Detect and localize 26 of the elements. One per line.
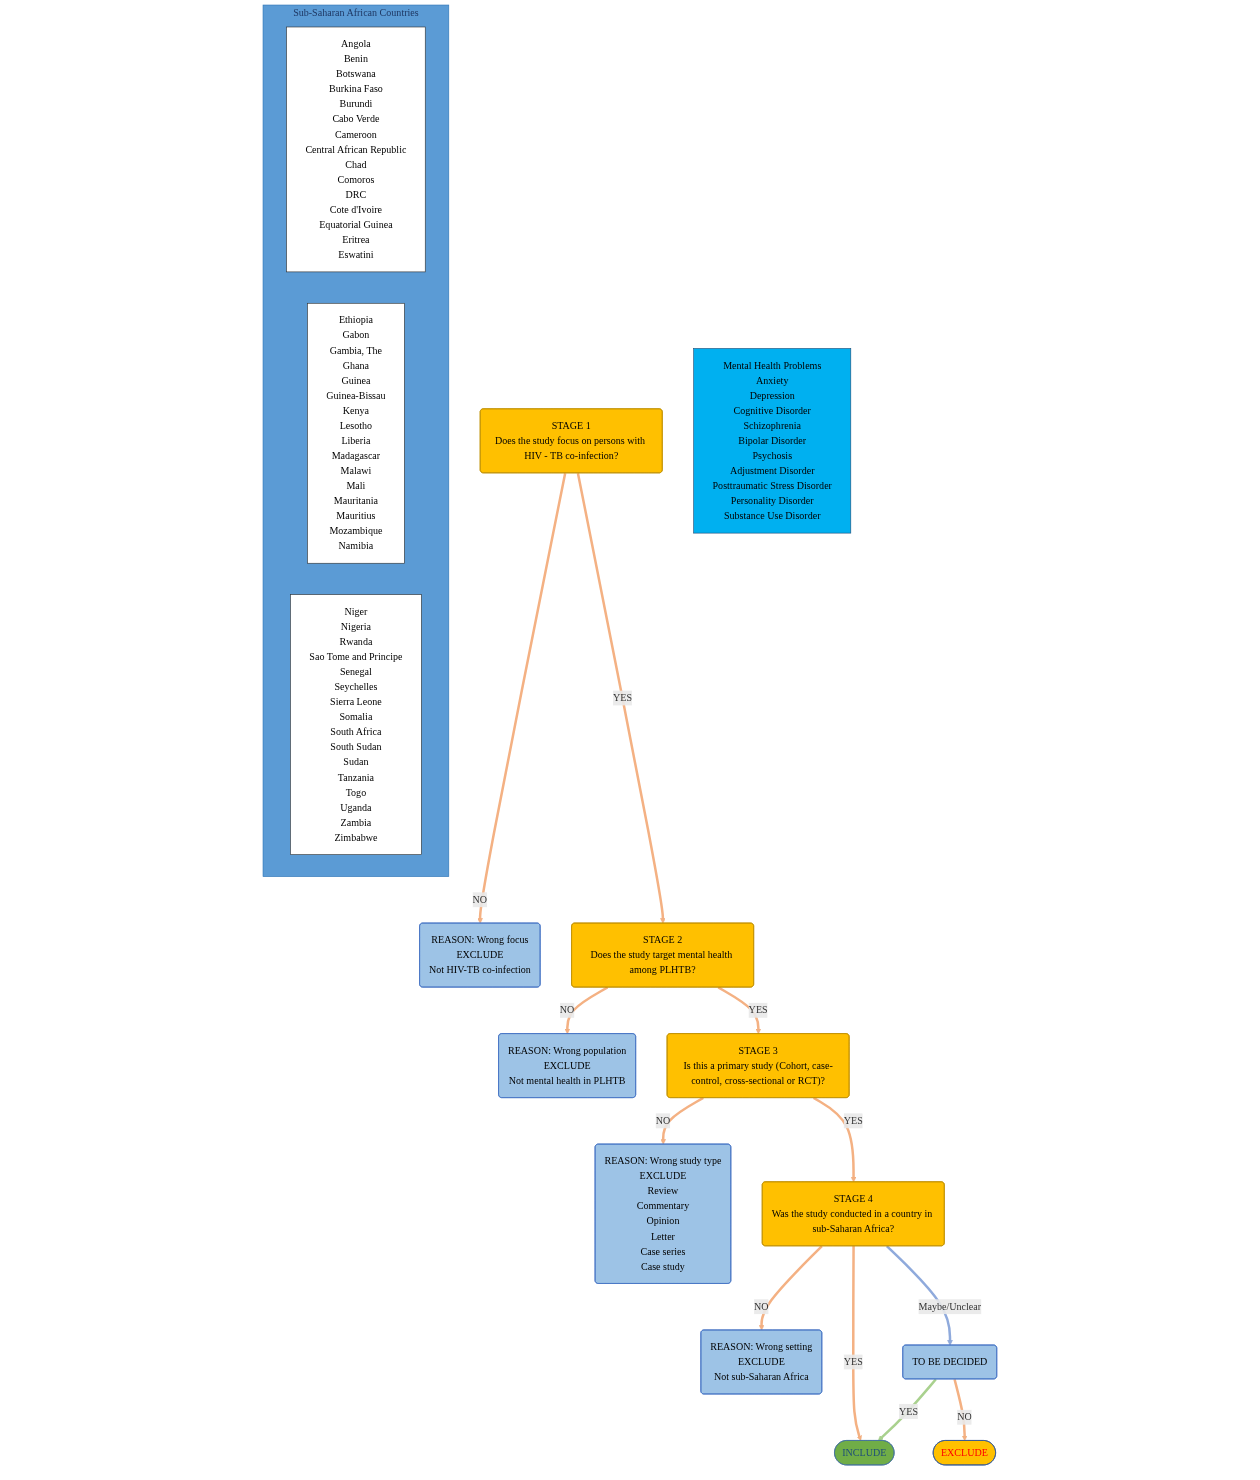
- edge-label: YES: [843, 1115, 863, 1126]
- node-box: Mental Health Problems Anxiety Depression Cognitive Disorder Schizophrenia Bipolar Disorder Psychosis Adjustment Disorder Posttraumatic Stress Disorder Personality Disorder Substance Use Disorder: [693, 348, 852, 534]
- arrow: [852, 1246, 863, 1441]
- edge-label: NO: [559, 1004, 575, 1016]
- edge-label: YES: [613, 692, 633, 704]
- arrow: [564, 986, 609, 1035]
- arrow: [660, 1096, 704, 1145]
- edge-label: YES: [843, 1356, 863, 1367]
- arrow: [758, 1245, 823, 1331]
- arrow: [813, 1096, 857, 1183]
- arrow: [576, 472, 666, 924]
- arrow: [717, 986, 762, 1035]
- arrow: [886, 1245, 953, 1346]
- arrow: [878, 1378, 937, 1441]
- edge-label: Maybe/Unclear: [918, 1301, 982, 1312]
- node-box: Angola Benin Botswana Burkina Faso Burundi Cabo Verde Cameroon Central African Republic Chad Comoros DRC Cote d'Ivoire Equatorial Guinea Eritrea Eswatini: [286, 26, 426, 273]
- edge-label: NO: [957, 1411, 972, 1423]
- arrow: [953, 1378, 968, 1441]
- arrow: [477, 472, 567, 924]
- node-box: Ethiopia Gabon Gambia, The Ghana Guinea Guinea-Bissau Kenya Lesotho Liberia Madagascar Malawi Mali Mauritania Mauritius Mozambique Namibia: [307, 302, 405, 564]
- edge-label: NO: [754, 1301, 769, 1312]
- edge-label: NO: [472, 894, 488, 905]
- edge-label: NO: [655, 1115, 671, 1126]
- node-box: Niger Nigeria Rwanda Sao Tome and Principe Senegal Seychelles Sierra Leone Somalia South Africa South Sudan Sudan Tanzania Togo Uganda Zambia Zimbabwe: [290, 594, 422, 855]
- edge-label: YES: [748, 1004, 768, 1016]
- edge-label: YES: [899, 1405, 919, 1417]
